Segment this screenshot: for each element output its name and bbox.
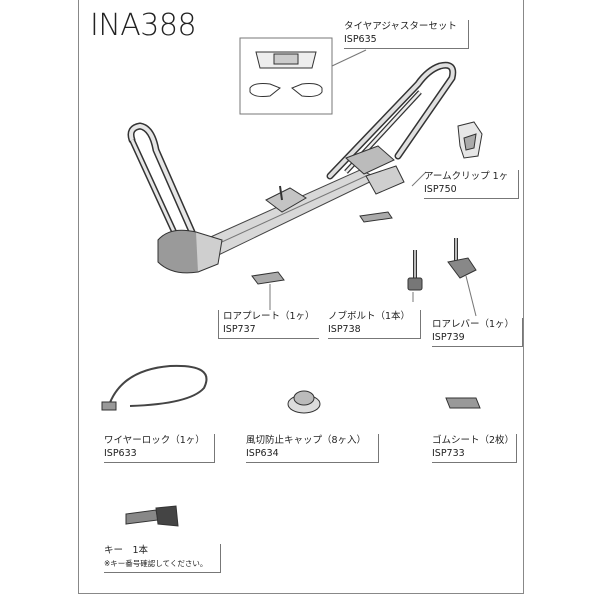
key-label: キー 1本 ※キー番号確認してください。 xyxy=(104,544,221,573)
tire-adjuster-label: タイヤアジャスターセット ISP635 xyxy=(344,20,469,49)
rubber-sheet-label: ゴムシート（2枚） ISP733 xyxy=(432,434,517,463)
diagram-frame xyxy=(78,0,524,594)
lower-plate-illustration xyxy=(251,271,285,285)
plate-on-carrier-illustration xyxy=(359,211,393,223)
knob-bolt-label: ノブボルト（1本） ISP738 xyxy=(328,310,421,339)
lower-lever-label: ロアレバー（1ヶ） ISP739 xyxy=(432,318,523,347)
tire-adjuster-illustration xyxy=(239,37,333,115)
wire-lock-illustration xyxy=(101,364,208,411)
key-illustration xyxy=(125,505,179,527)
knob-bolt-illustration xyxy=(407,250,423,291)
wind-cap-label: 風切防止キャップ（8ヶ入） ISP634 xyxy=(246,434,379,463)
wind-cap-illustration xyxy=(287,390,321,414)
rubber-sheet-illustration xyxy=(445,397,481,409)
lower-lever-illustration xyxy=(447,238,477,279)
arm-clip-illustration xyxy=(457,121,483,159)
wire-lock-label: ワイヤーロック（1ヶ） ISP633 xyxy=(104,434,215,463)
arm-clip-label: アームクリップ 1ヶ ISP750 xyxy=(424,170,519,199)
model-number: INA388 xyxy=(90,8,197,43)
lower-plate-label: ロアプレート（1ヶ） ISP737 xyxy=(218,310,319,339)
